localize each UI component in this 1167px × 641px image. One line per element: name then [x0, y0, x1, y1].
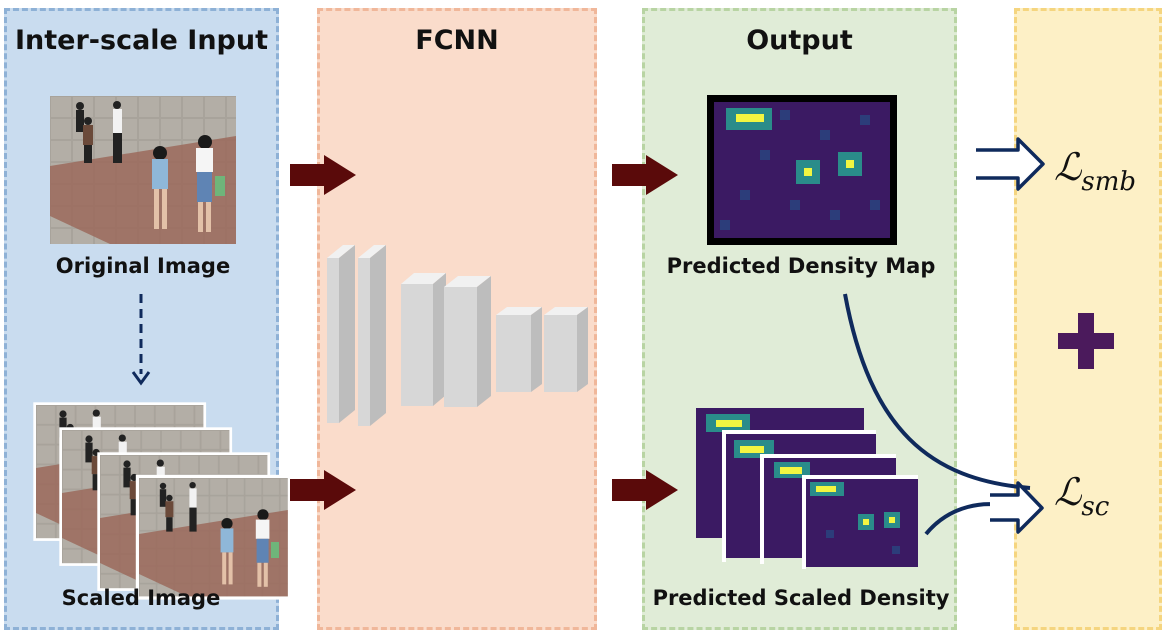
forward-arrow-top-left [290, 155, 356, 195]
scaled-image-label: Scaled Image [61, 586, 221, 610]
original-image [50, 96, 236, 244]
forward-arrow-bottom-left [290, 470, 356, 510]
predicted-scaled-density-label: Predicted Scaled Density [652, 586, 950, 610]
inter-scale-input-title: Inter-scale Input [15, 25, 268, 56]
output-title: Output [746, 25, 853, 56]
loss-smb: ℒsmb [1054, 145, 1136, 197]
original-image-label: Original Image [55, 254, 231, 278]
fcnn-block-6 [544, 307, 588, 392]
fcnn-block-5 [496, 307, 542, 392]
fcnn-block-1 [327, 245, 355, 423]
forward-arrow-top-right [612, 155, 678, 195]
scaled-image-stack [33, 402, 291, 600]
predicted-density-map [707, 95, 897, 245]
hollow-arrow-to-sc [990, 481, 1044, 534]
fcnn-block-4 [444, 276, 491, 407]
hollow-arrow-to-smb [976, 137, 1045, 191]
predicted-scaled-density-stack [696, 408, 918, 569]
loss-sc: ℒsc [1054, 470, 1110, 522]
fcnn-title: FCNN [415, 25, 499, 56]
density-to-sc-curve [843, 293, 1031, 490]
dashed-down-arrow [131, 294, 151, 386]
plus-sign [1058, 313, 1114, 369]
fcnn-block-2 [358, 245, 386, 426]
predicted-density-map-label: Predicted Density Map [666, 254, 936, 278]
fcnn-block-3 [401, 273, 446, 406]
fcnn-layer-blocks [327, 245, 588, 426]
forward-arrow-bottom-right [612, 470, 678, 510]
